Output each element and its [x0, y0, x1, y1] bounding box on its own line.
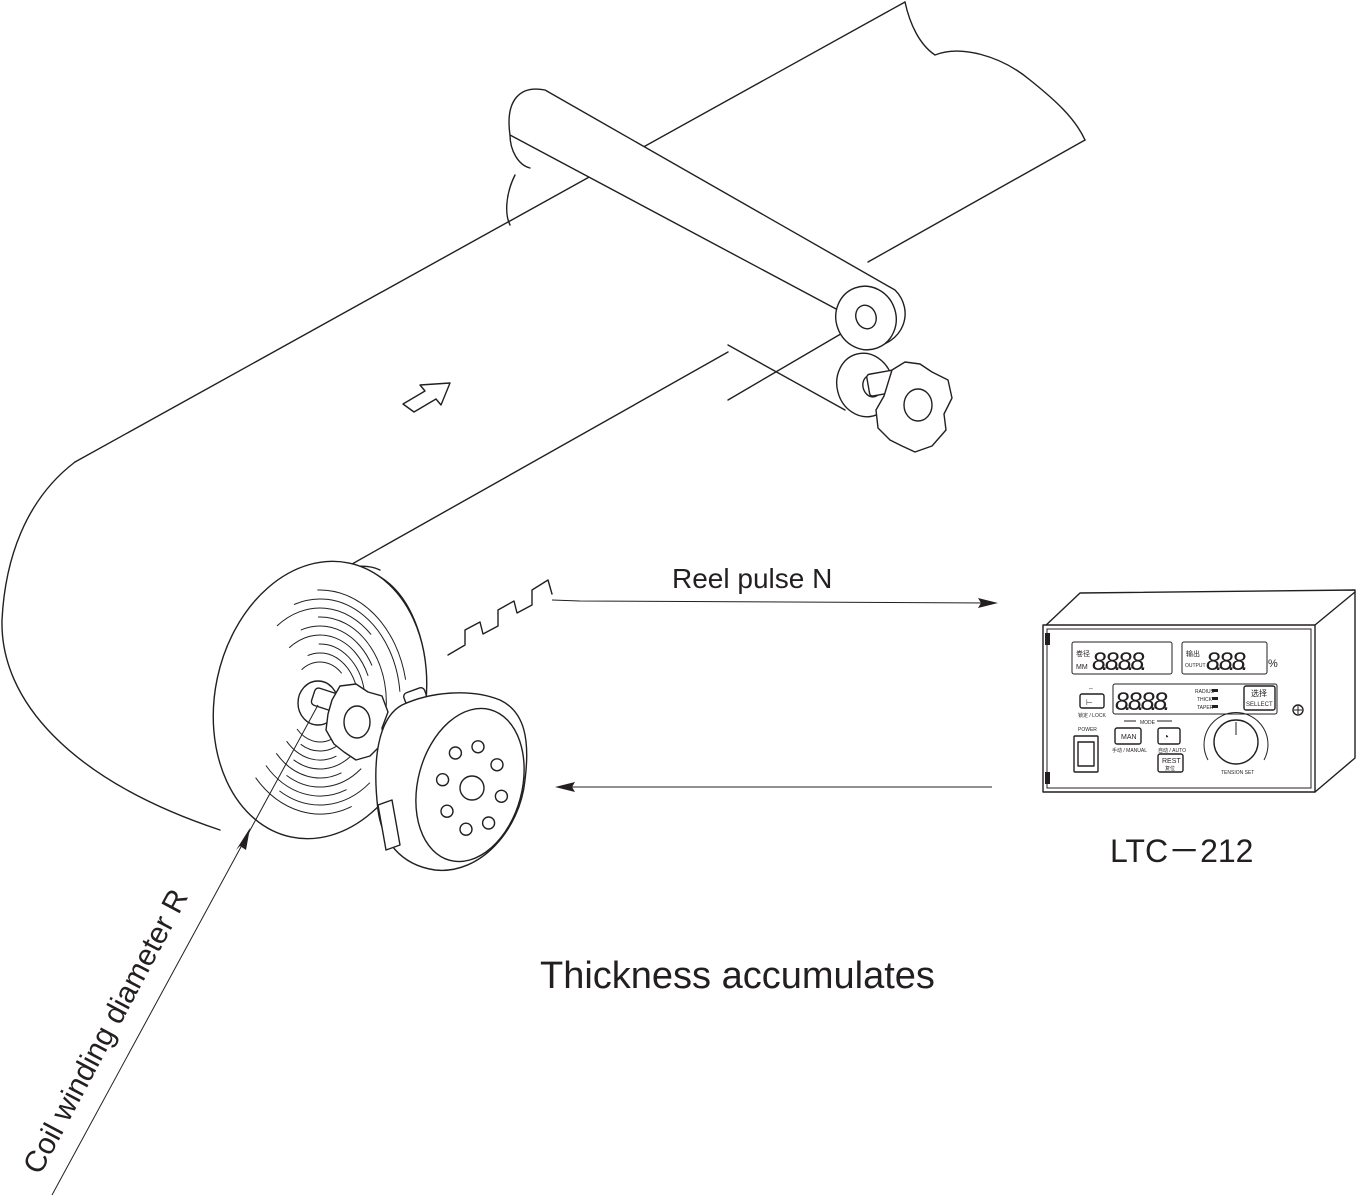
svg-text:输出: 输出	[1186, 649, 1200, 658]
svg-text:复位: 复位	[1165, 765, 1175, 772]
winding-arc	[276, 607, 372, 635]
winding-arc	[265, 765, 347, 797]
winding-arc	[286, 768, 362, 788]
svg-text:RADIUS: RADIUS	[1195, 689, 1215, 695]
encoder-wheel	[375, 692, 528, 871]
model-label: LTC－212	[1110, 833, 1253, 869]
coil-reel	[212, 560, 428, 840]
encoder-hole	[435, 773, 450, 787]
svg-text:◔: ◔	[1163, 732, 1169, 743]
encoder-hole	[481, 816, 496, 830]
svg-text:POWER: POWER	[1078, 727, 1097, 733]
winding-arc	[293, 754, 353, 770]
winding-arc	[318, 643, 365, 691]
flow-arrow	[402, 382, 451, 413]
pulse-signal-line	[551, 599, 991, 604]
svg-text:锁定 / LOCK: 锁定 / LOCK	[1078, 712, 1106, 719]
display-output-digits: 8.8.8.	[1206, 648, 1246, 676]
winding-arc	[293, 598, 401, 692]
svg-text:选择: 选择	[1251, 688, 1267, 698]
diameter-label: Coil winding diameter R	[17, 884, 195, 1179]
rest-button[interactable]	[1157, 753, 1184, 773]
encoder-hole	[448, 746, 463, 760]
reel-pulse-label: Reel pulse N	[672, 563, 832, 594]
encoder-hole	[440, 804, 454, 818]
pulse-waveform	[447, 579, 553, 656]
display-radius-digits: 8.8.8.8.	[1092, 648, 1145, 676]
svg-text:⇔: ⇔	[1088, 686, 1094, 692]
select-button[interactable]	[1243, 685, 1276, 711]
control-signal-arrowhead	[555, 782, 575, 792]
encoder-hole	[494, 789, 509, 803]
svg-text:卷径: 卷径	[1076, 649, 1090, 658]
controller-ltc-212: 卷径 MM 8.8.8.8. 输出 OUTPUT 8.8.8. % ⇔ ⊢ 锁定…	[1042, 589, 1356, 793]
svg-text:%: %	[1268, 658, 1278, 670]
winding-arc	[279, 782, 371, 806]
svg-text:MAN: MAN	[1121, 734, 1137, 741]
diameter-arrowhead	[236, 828, 250, 850]
pulse-signal-arrowhead	[978, 598, 998, 608]
svg-text:REST: REST	[1162, 758, 1181, 765]
svg-text:SELLECT: SELLECT	[1246, 702, 1273, 708]
winding-arc	[317, 589, 407, 680]
tension-knob[interactable]	[1213, 719, 1259, 765]
display-mid-digits: 8.8.8.8.	[1115, 688, 1168, 716]
caption: Thickness accumulates	[540, 955, 935, 997]
encoder-hole	[471, 740, 485, 754]
winding-arc	[275, 753, 342, 779]
winding-arc	[318, 616, 387, 719]
auto-button[interactable]	[1157, 727, 1181, 745]
svg-text:⊢: ⊢	[1086, 698, 1093, 707]
encoder-hole	[459, 822, 473, 836]
winding-arc	[286, 740, 337, 761]
web-material	[1, 1, 1086, 831]
manual-button[interactable]	[1114, 727, 1142, 745]
svg-text:TAPER: TAPER	[1197, 705, 1214, 711]
lock-button[interactable]	[1079, 693, 1105, 709]
winding-arc	[288, 634, 369, 677]
svg-text:TENSION SET: TENSION SET	[1221, 770, 1254, 776]
winding-arc	[301, 661, 343, 674]
svg-text:THICK: THICK	[1197, 697, 1213, 703]
encoder-holes	[435, 740, 509, 836]
winding-arc	[296, 728, 332, 743]
svg-text:OUTPUT: OUTPUT	[1185, 663, 1206, 669]
svg-text:MODE: MODE	[1140, 720, 1156, 726]
svg-text:MM: MM	[1076, 664, 1088, 671]
encoder-hole	[490, 758, 504, 772]
upper-roller	[506, 88, 953, 453]
winding-arc	[300, 625, 373, 666]
winding-arc	[255, 777, 352, 815]
diameter-line	[51, 704, 319, 1196]
svg-text:自动 / AUTO: 自动 / AUTO	[1158, 747, 1186, 754]
svg-text:手动 / MANUAL: 手动 / MANUAL	[1112, 747, 1147, 754]
